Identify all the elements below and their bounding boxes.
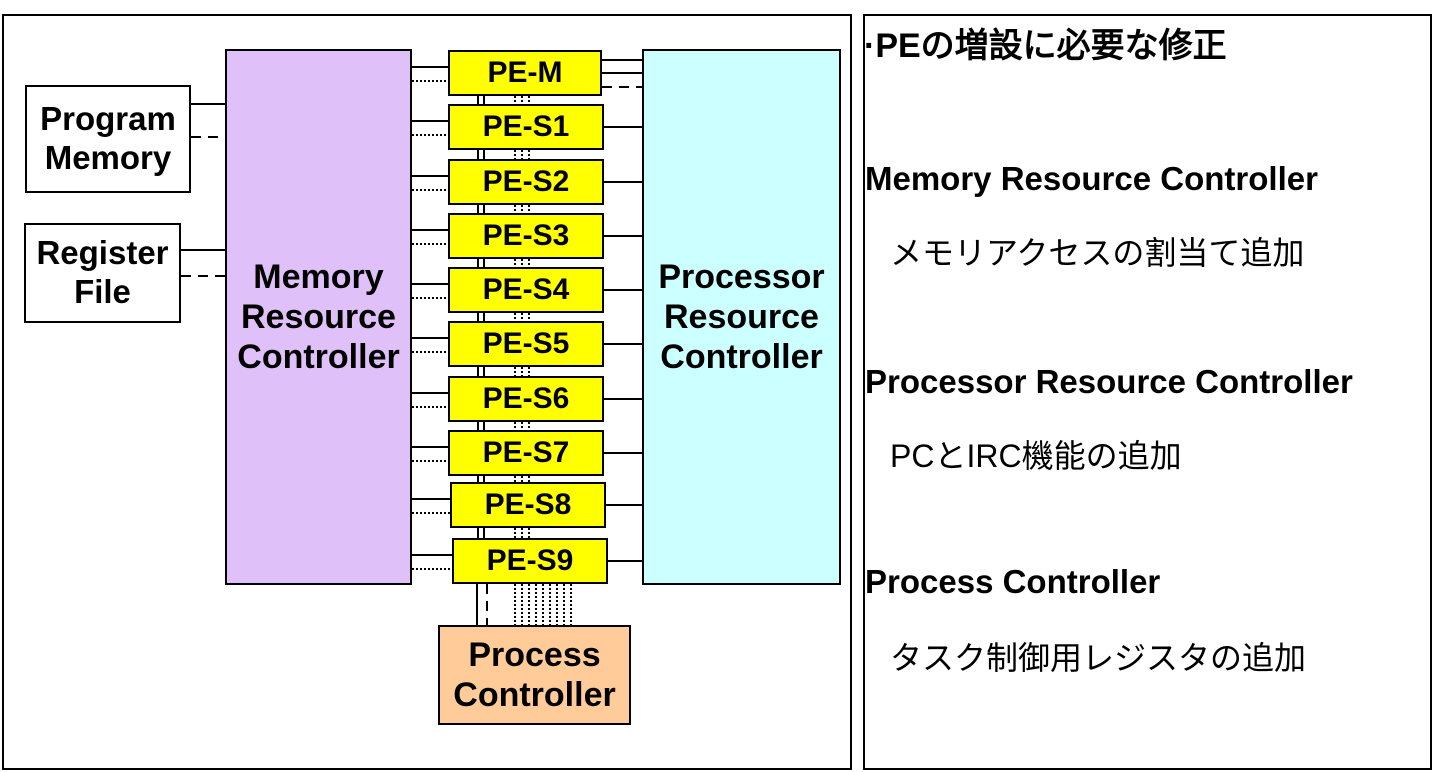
register-file-box: Register File (24, 223, 181, 323)
note-heading-process-controller: Process Controller (865, 563, 1161, 600)
pe-unit-s6: PE-S6 (448, 376, 604, 422)
processor-resource-controller-box: Processor Resource Controller (642, 49, 841, 585)
pe-unit-s8: PE-S8 (450, 482, 606, 528)
pe-unit-label: PE-M (487, 56, 563, 90)
notes-panel (863, 14, 1432, 770)
pe-unit-s1: PE-S1 (448, 104, 604, 150)
memory-resource-controller-box: Memory Resource Controller (225, 49, 412, 585)
note-description-memory-resource-controller: メモリアクセスの割当て追加 (890, 235, 1305, 271)
note-heading-processor-resource-controller: Processor Resource Controller (865, 363, 1353, 400)
pe-unit-m: PE-M (448, 50, 602, 96)
pe-unit-s5: PE-S5 (448, 321, 604, 367)
pe-unit-label: PE-S4 (482, 273, 570, 307)
register-file-label: Register File (36, 234, 169, 310)
memory-resource-controller-label: Memory Resource Controller (237, 257, 400, 377)
pe-unit-label: PE-S1 (482, 110, 570, 144)
pe-unit-label: PE-S9 (486, 544, 574, 578)
program-memory-label: Program Memory (40, 100, 176, 176)
pe-unit-label: PE-S2 (482, 165, 570, 199)
pe-unit-s3: PE-S3 (448, 213, 604, 259)
connector-lines (181, 59, 642, 625)
pe-unit-label: PE-S7 (482, 436, 570, 470)
pe-unit-label: PE-S5 (482, 327, 570, 361)
program-memory-box: Program Memory (25, 85, 191, 193)
process-controller-label: Process Controller (453, 635, 616, 714)
process-controller-box: Process Controller (438, 625, 631, 725)
notes-title: ·PEの増設に必要な修正 (864, 27, 1227, 65)
pe-unit-s2: PE-S2 (448, 159, 604, 205)
note-heading-memory-resource-controller: Memory Resource Controller (865, 160, 1318, 197)
note-description-process-controller: タスク制御用レジスタの追加 (890, 640, 1307, 676)
pe-unit-s9: PE-S9 (452, 538, 608, 584)
note-description-processor-resource-controller: PCとIRC機能の追加 (890, 438, 1182, 474)
pe-unit-label: PE-S6 (482, 382, 570, 416)
processor-resource-controller-label: Processor Resource Controller (658, 257, 825, 377)
pe-unit-label: PE-S3 (482, 219, 570, 253)
pe-unit-s7: PE-S7 (448, 430, 604, 476)
pe-unit-label: PE-S8 (484, 488, 572, 522)
pe-unit-s4: PE-S4 (448, 267, 604, 313)
